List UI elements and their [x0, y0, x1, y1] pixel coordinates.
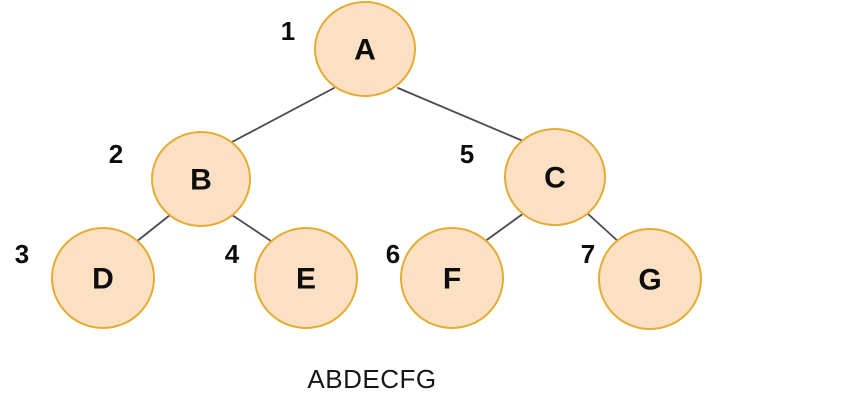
- tree-nodes-group: A B C D E F G: [51, 1, 702, 330]
- traversal-order-label-g: 7: [581, 239, 595, 269]
- tree-node-f[interactable]: F: [400, 227, 504, 329]
- tree-edge-c-g: [586, 212, 621, 244]
- node-shape-g: [598, 228, 702, 330]
- traversal-order-label-c: 5: [460, 139, 474, 169]
- traversal-order-label-e: 4: [225, 239, 240, 269]
- traversal-sequence-caption: ABDECFG: [307, 364, 436, 394]
- tree-edges-group: [135, 87, 621, 244]
- tree-edge-c-f: [483, 212, 525, 243]
- tree-node-g[interactable]: G: [598, 228, 702, 330]
- node-shape-b: [151, 131, 251, 227]
- node-label-g: G: [638, 264, 661, 297]
- node-shape-e: [254, 227, 358, 329]
- traversal-order-label-b: 2: [109, 139, 123, 169]
- tree-edge-b-d: [135, 214, 171, 243]
- node-shape-c: [504, 128, 606, 226]
- tree-edge-a-b: [231, 87, 335, 143]
- tree-node-d[interactable]: D: [51, 227, 155, 329]
- traversal-order-labels-group: 1 2 5 3 4 6 7: [15, 16, 595, 269]
- tree-node-e[interactable]: E: [254, 227, 358, 329]
- tree-node-b[interactable]: B: [151, 131, 251, 227]
- tree-edge-a-c: [397, 87, 524, 142]
- node-shape-f: [400, 227, 504, 329]
- traversal-order-label-f: 6: [386, 239, 400, 269]
- node-label-e: E: [296, 263, 316, 296]
- tree-edge-b-e: [231, 214, 275, 244]
- node-label-f: F: [443, 263, 461, 296]
- node-label-c: C: [544, 162, 566, 195]
- traversal-order-label-d: 3: [15, 239, 29, 269]
- tree-node-a[interactable]: A: [314, 1, 416, 97]
- node-label-a: A: [354, 34, 376, 67]
- node-label-d: D: [92, 263, 114, 296]
- node-label-b: B: [190, 164, 212, 197]
- node-shape-a: [314, 1, 416, 97]
- tree-node-c[interactable]: C: [504, 128, 606, 226]
- traversal-order-label-a: 1: [281, 16, 295, 46]
- node-shape-d: [51, 227, 155, 329]
